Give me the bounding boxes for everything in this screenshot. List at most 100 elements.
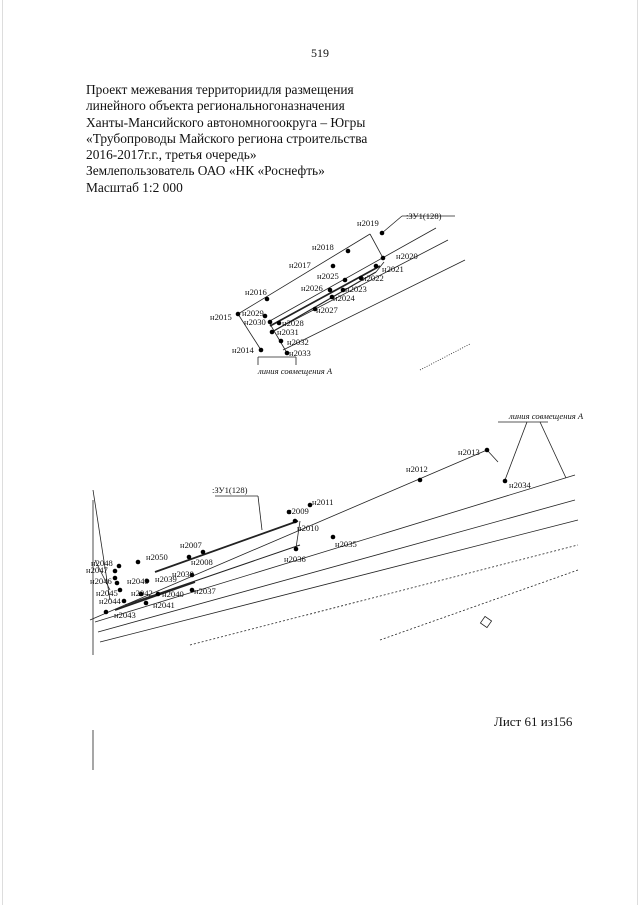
survey-point-label: н2023 <box>345 284 367 294</box>
parcel-label-leader <box>257 495 263 531</box>
survey-point-label: н2020 <box>396 251 418 261</box>
survey-point-label: н2009 <box>287 506 309 516</box>
survey-point-marker <box>114 580 120 586</box>
survey-point-label: н2036 <box>284 554 306 564</box>
survey-point-marker <box>258 347 264 353</box>
survey-point-marker <box>284 350 290 356</box>
survey-point-label: н2034 <box>509 480 531 490</box>
survey-point-label: н2048 <box>91 558 113 568</box>
survey-point-label: н2030 <box>244 317 266 327</box>
survey-point-marker <box>189 572 195 578</box>
survey-point-label: н2047 <box>86 565 108 575</box>
survey-point-marker <box>340 287 346 293</box>
survey-point-label: н2037 <box>194 586 216 596</box>
survey-point-label: н2029 <box>242 308 264 318</box>
survey-point-label: н2021 <box>382 264 404 274</box>
survey-point-label: н2012 <box>406 464 428 474</box>
parcel-label: :ЗУ1(128) <box>212 485 248 495</box>
survey-point-marker <box>235 311 241 317</box>
survey-point-marker <box>189 587 195 593</box>
survey-point-label: н2014 <box>232 345 254 355</box>
survey-point-marker <box>269 329 275 335</box>
alignment-label: линия совмещения А <box>257 366 333 376</box>
survey-point-label: н2010 <box>297 523 319 533</box>
parcel-boundary <box>237 313 262 351</box>
survey-point-marker <box>112 575 118 581</box>
survey-point-label: н2050 <box>146 552 168 562</box>
survey-point-marker <box>286 509 292 515</box>
survey-point-label: н2042 <box>131 588 153 598</box>
header-line: Землепользователь ОАО «НК «Роснефть» <box>86 163 325 179</box>
survey-point-label: н2011 <box>312 497 333 507</box>
survey-point-marker <box>186 554 192 560</box>
faint-line <box>419 343 471 371</box>
survey-point-label: н2043 <box>114 610 136 620</box>
survey-point-marker <box>293 546 299 552</box>
survey-point-marker <box>327 287 333 293</box>
survey-point-label: н2016 <box>245 287 267 297</box>
survey-point-label: н2049 <box>127 576 149 586</box>
survey-point-label: н2032 <box>287 337 309 347</box>
header-line: Проект межевания территориидля размещени… <box>86 82 354 97</box>
road-line <box>99 519 579 643</box>
header-line: Масштаб 1:2 000 <box>86 179 183 195</box>
survey-point-label: н2024 <box>333 293 355 303</box>
survey-point-marker <box>312 306 318 312</box>
survey-point-marker <box>121 598 127 604</box>
survey-point-marker <box>138 591 144 597</box>
survey-point-label: н2038 <box>172 569 194 579</box>
survey-point-label: н2013 <box>458 447 480 457</box>
survey-point-label: н2046 <box>90 576 112 586</box>
survey-point-marker <box>262 313 268 319</box>
survey-point-marker <box>373 263 379 269</box>
survey-point-marker <box>379 230 385 236</box>
survey-point-marker <box>329 294 335 300</box>
bottom-map-fragment <box>89 421 579 655</box>
survey-point-label: н2019 <box>357 218 379 228</box>
alignment-label: линия совмещения А <box>508 411 584 421</box>
survey-point-marker <box>502 478 508 484</box>
survey-point-label: н2035 <box>335 539 357 549</box>
survey-point-marker <box>417 477 423 483</box>
survey-point-marker <box>143 600 149 606</box>
parcel-boundary <box>369 233 384 259</box>
survey-point-marker <box>307 502 313 508</box>
parcel-boundary <box>237 233 371 315</box>
page-number: 519 <box>311 46 329 60</box>
pipeline-line <box>114 581 196 611</box>
survey-point-label: н2031 <box>277 327 299 337</box>
survey-point-marker <box>200 549 206 555</box>
survey-point-label: н2027 <box>316 305 338 315</box>
survey-point-marker <box>278 338 284 344</box>
left-scan-edge <box>2 0 3 905</box>
pipeline-line <box>271 271 377 333</box>
parcel-boundary <box>375 261 385 273</box>
survey-point-label: н2040 <box>162 589 184 599</box>
road-line <box>94 474 576 623</box>
parcel-boundary <box>92 489 111 601</box>
header-line: 2016-2017г.г., третья очередь» <box>86 147 257 163</box>
survey-point-marker <box>135 559 141 565</box>
survey-point-label: н2026 <box>301 283 323 293</box>
survey-point-marker <box>103 609 109 615</box>
faint-line <box>379 569 579 641</box>
alignment-line <box>504 421 528 481</box>
survey-point-marker <box>155 591 161 597</box>
survey-point-marker <box>264 296 270 302</box>
survey-point-marker <box>276 320 282 326</box>
survey-point-label: н2044 <box>99 596 121 606</box>
survey-point-label: н2028 <box>282 318 304 328</box>
survey-point-label: н2007 <box>180 540 202 550</box>
road-line <box>282 259 466 351</box>
road-line <box>267 227 437 323</box>
pipeline-line <box>154 520 299 573</box>
survey-point-marker <box>116 563 122 569</box>
alignment-line <box>539 421 567 479</box>
survey-point-label: н2045 <box>96 588 118 598</box>
road-line <box>274 239 449 331</box>
survey-point-label: н2022 <box>362 273 384 283</box>
parcel-label: :ЗУ1(128) <box>406 211 442 221</box>
survey-point-label: н2025 <box>317 271 339 281</box>
right-scan-edge <box>637 0 638 905</box>
